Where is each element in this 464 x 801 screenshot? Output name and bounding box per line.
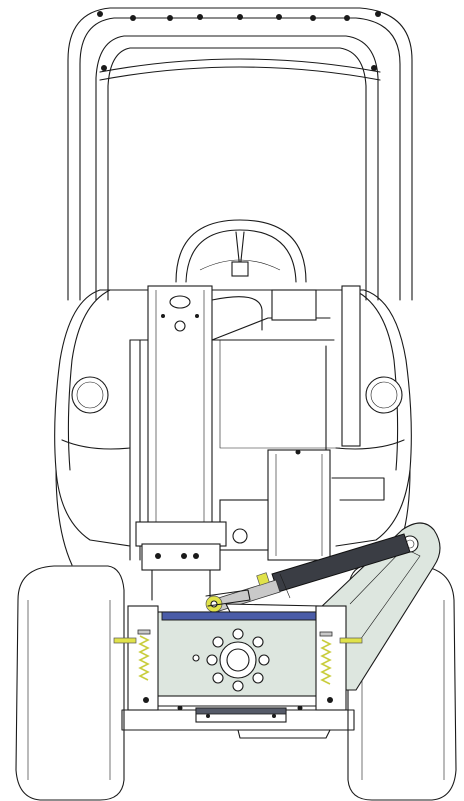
left-spring-assembly	[113, 605, 159, 711]
loader-frame	[129, 285, 385, 561]
roll-bar	[67, 7, 413, 301]
attachment-mount-plate	[147, 611, 327, 707]
lift-arm	[316, 522, 441, 691]
left-headlight	[71, 376, 109, 414]
left-front-wheel	[15, 565, 125, 801]
steering-wheel	[175, 219, 307, 283]
bottom-cross-member	[121, 705, 355, 739]
hub-bolt-circle	[206, 628, 270, 692]
front-bracket	[135, 521, 227, 601]
right-headlight	[365, 376, 403, 414]
roll-bar-bolts	[97, 11, 381, 71]
hydraulic-cylinder	[205, 533, 411, 613]
right-spring-assembly	[315, 605, 363, 711]
